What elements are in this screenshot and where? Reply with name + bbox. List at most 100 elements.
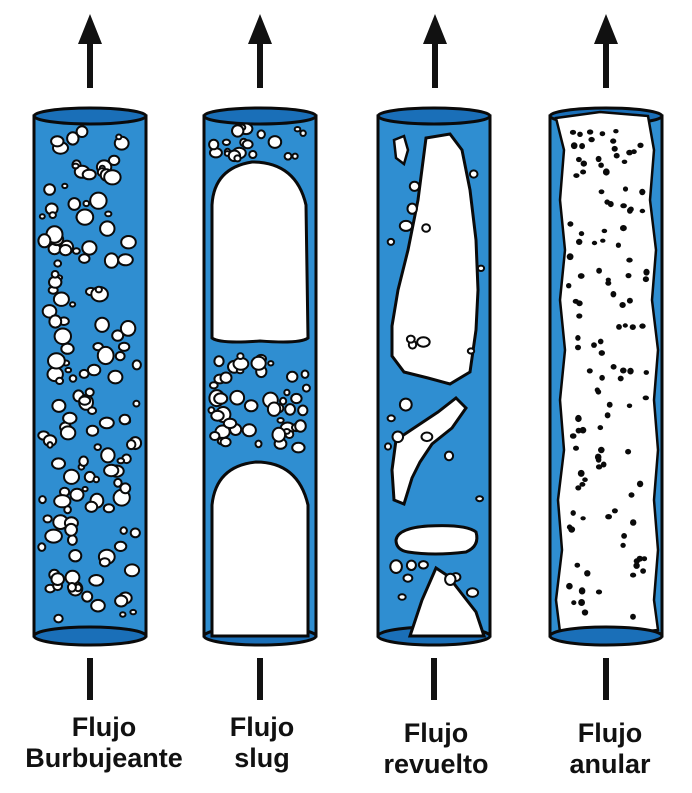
gas-bubble bbox=[108, 371, 122, 384]
liquid-droplet bbox=[571, 600, 576, 605]
gas-bubble bbox=[302, 371, 309, 378]
gas-bubble bbox=[393, 432, 404, 443]
gas-bubble bbox=[51, 573, 64, 585]
gas-bubble bbox=[210, 432, 219, 440]
gas-bubble bbox=[104, 170, 120, 184]
liquid-droplet bbox=[639, 323, 645, 328]
gas-bubble bbox=[51, 136, 63, 146]
gas-bubble bbox=[79, 397, 90, 405]
gas-bubble bbox=[105, 253, 118, 267]
liquid-droplet bbox=[611, 291, 617, 297]
pipe-slug-flow bbox=[204, 14, 316, 700]
pipe-bubbly-flow bbox=[34, 14, 146, 700]
liquid-droplet bbox=[582, 477, 588, 482]
liquid-droplet bbox=[576, 428, 582, 434]
liquid-droplet bbox=[598, 163, 604, 168]
gas-bubble bbox=[470, 170, 478, 177]
liquid-droplet bbox=[591, 342, 597, 348]
gas-bubble bbox=[131, 529, 140, 538]
liquid-droplet bbox=[576, 313, 582, 318]
liquid-droplet bbox=[571, 510, 576, 516]
gas-bubble bbox=[48, 442, 53, 448]
up-arrow-icon bbox=[248, 14, 272, 88]
gas-bubble bbox=[79, 457, 88, 466]
caption-line2: slug bbox=[162, 743, 362, 774]
gas-bubble bbox=[399, 594, 406, 600]
gas-bubble bbox=[268, 361, 273, 365]
pipe-top-cap bbox=[204, 108, 316, 124]
gas-bubble bbox=[407, 561, 416, 570]
gas-bubble bbox=[38, 234, 50, 247]
gas-bubble bbox=[104, 465, 118, 476]
gas-bubble bbox=[100, 558, 110, 566]
gas-bubble bbox=[65, 524, 77, 536]
gas-bubble bbox=[293, 154, 298, 159]
gas-bubble bbox=[130, 610, 136, 614]
gas-bubble bbox=[44, 184, 55, 195]
gas-bubble bbox=[89, 575, 103, 586]
pipe-bottom-cap bbox=[550, 627, 662, 645]
liquid-droplet bbox=[643, 396, 649, 401]
gas-bubble bbox=[40, 214, 45, 218]
gas-bubble bbox=[445, 574, 455, 585]
gas-bubble bbox=[300, 131, 305, 136]
liquid-droplet bbox=[614, 153, 620, 159]
liquid-droplet bbox=[596, 464, 602, 469]
gas-bubble bbox=[54, 615, 62, 623]
gas-bubble bbox=[476, 496, 483, 501]
gas-bubble bbox=[70, 375, 77, 382]
gas-bubble bbox=[79, 254, 89, 263]
liquid-droplet bbox=[642, 556, 647, 561]
liquid-droplet bbox=[623, 323, 628, 327]
gas-bubble bbox=[120, 415, 130, 425]
gas-bubble bbox=[61, 344, 73, 354]
liquid-droplet bbox=[643, 269, 649, 276]
liquid-droplet bbox=[599, 189, 605, 194]
gas-bubble bbox=[292, 443, 304, 453]
gas-bubble bbox=[410, 182, 419, 191]
liquid-droplet bbox=[625, 449, 631, 455]
pipe-bottom-cap bbox=[34, 627, 146, 645]
gas-bubble bbox=[273, 428, 286, 442]
liquid-droplet bbox=[579, 143, 585, 149]
gas-bubble bbox=[404, 575, 413, 582]
gas-bubble bbox=[230, 391, 244, 405]
gas-bubble bbox=[121, 527, 127, 534]
liquid-droplet bbox=[571, 142, 578, 149]
liquid-droplet bbox=[622, 160, 628, 164]
gas-bubble bbox=[400, 399, 412, 411]
liquid-droplet bbox=[630, 519, 636, 526]
liquid-droplet bbox=[619, 302, 625, 308]
liquid-droplet bbox=[627, 207, 633, 213]
gas-bubble bbox=[50, 212, 56, 218]
liquid-droplet bbox=[581, 161, 587, 167]
liquid-droplet bbox=[579, 231, 584, 236]
gas-bubble bbox=[48, 353, 65, 368]
liquid-droplet bbox=[633, 563, 639, 569]
gas-bubble bbox=[295, 420, 306, 432]
liquid-droplet bbox=[573, 299, 579, 304]
gas-bubble bbox=[408, 204, 417, 214]
liquid-droplet bbox=[570, 130, 576, 135]
liquid-droplet bbox=[596, 268, 602, 274]
gas-bubble bbox=[73, 248, 80, 254]
gas-bubble bbox=[223, 140, 230, 145]
gas-bubble bbox=[118, 254, 133, 265]
liquid-droplet bbox=[577, 132, 583, 137]
liquid-droplet bbox=[575, 563, 581, 568]
liquid-droplet bbox=[588, 137, 594, 142]
up-arrow-icon bbox=[423, 14, 447, 88]
gas-bubble bbox=[116, 135, 121, 140]
gas-bubble bbox=[287, 372, 297, 382]
taylor-bubble bbox=[212, 462, 308, 636]
gas-bubble bbox=[62, 184, 67, 188]
gas-bubble bbox=[121, 236, 136, 248]
liquid-droplet bbox=[592, 241, 597, 245]
gas-bubble bbox=[100, 418, 114, 429]
liquid-droplet bbox=[567, 253, 574, 260]
gas-bubble bbox=[63, 413, 76, 424]
gas-bubble bbox=[291, 394, 301, 403]
gas-bubble bbox=[285, 404, 295, 415]
gas-bubble bbox=[268, 403, 280, 416]
